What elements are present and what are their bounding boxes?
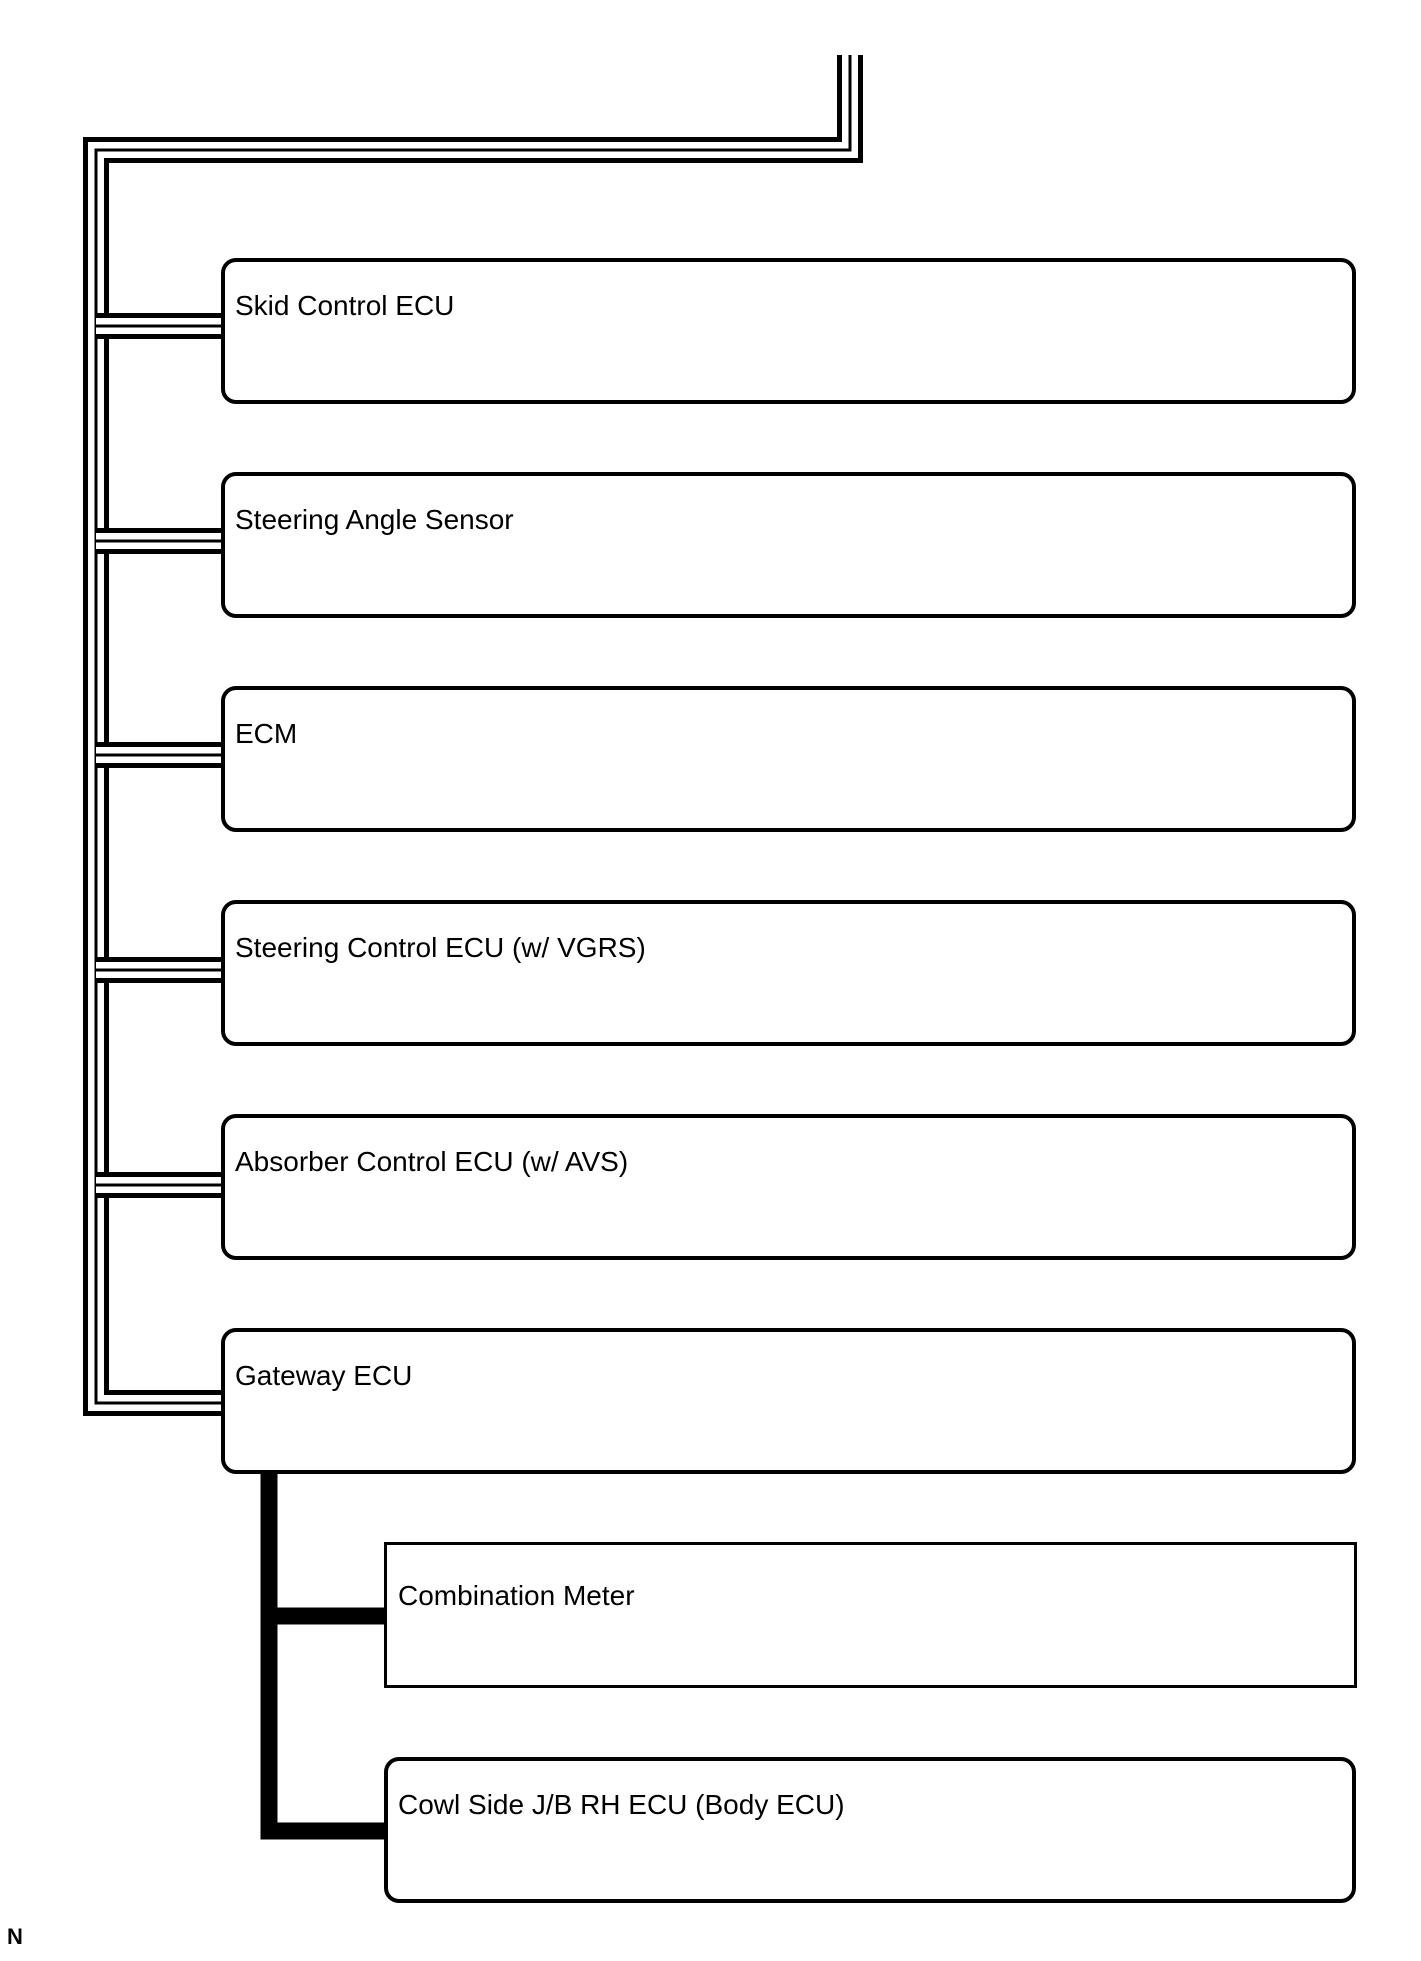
- corner-mark: N: [7, 1924, 23, 1949]
- node-label: Steering Angle Sensor: [235, 504, 514, 535]
- node-absorber-control-ecu: Absorber Control ECU (w/ AVS): [221, 1114, 1356, 1260]
- node-label: Cowl Side J/B RH ECU (Body ECU): [398, 1789, 845, 1820]
- main-bus-line: [83, 55, 863, 1416]
- node-skid-control-ecu: Skid Control ECU: [221, 258, 1356, 404]
- node-label: Gateway ECU: [235, 1360, 413, 1391]
- node-steering-control-ecu: Steering Control ECU (w/ VGRS): [221, 900, 1356, 1046]
- node-body-ecu: Cowl Side J/B RH ECU (Body ECU): [384, 1757, 1356, 1903]
- node-label: ECM: [235, 718, 298, 749]
- node-gateway-ecu: Gateway ECU: [221, 1328, 1356, 1474]
- node-label: Combination Meter: [398, 1580, 635, 1611]
- node-label: Steering Control ECU (w/ VGRS): [235, 932, 646, 963]
- bus-branches: [96, 313, 222, 1198]
- node-label: Absorber Control ECU (w/ AVS): [235, 1146, 629, 1177]
- gateway-sub-bus: [260, 1470, 385, 1840]
- node-label: Skid Control ECU: [235, 290, 455, 321]
- node-combination-meter: Combination Meter: [384, 1542, 1357, 1688]
- node-steering-angle-sensor: Steering Angle Sensor: [221, 472, 1356, 618]
- node-ecm: ECM: [221, 686, 1356, 832]
